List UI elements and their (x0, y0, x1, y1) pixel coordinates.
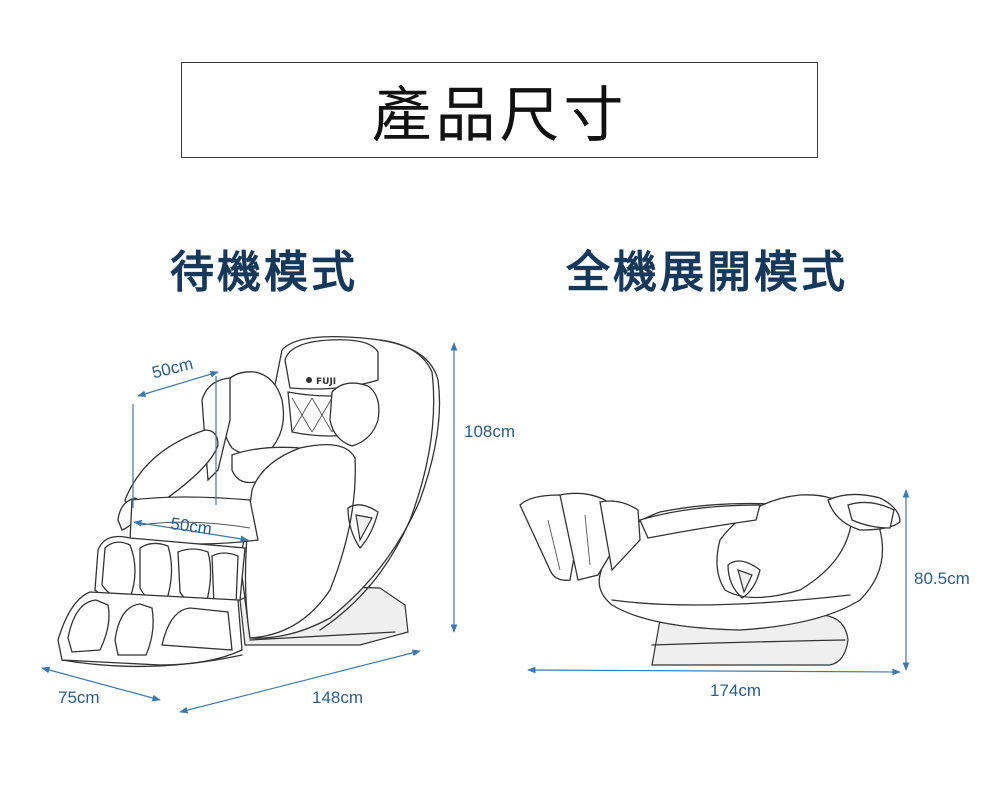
standby-width-label: 75cm (58, 688, 100, 707)
standby-height-label: 108cm (464, 422, 516, 441)
brand-text: FUJI (316, 377, 336, 387)
brand-logo-icon (306, 377, 312, 383)
expanded-mode-heading: 全機展開模式 (566, 247, 848, 298)
standby-mode-heading: 待機模式 (170, 247, 358, 298)
expanded-length-label: 174cm (710, 681, 762, 700)
page-title: 產品尺寸 (371, 80, 628, 151)
expanded-chair-illustration (519, 492, 901, 666)
expanded-height-label: 80.5cm (914, 569, 970, 588)
standby-dimension-lines (41, 342, 458, 714)
page-title-box: 產品尺寸 (181, 62, 818, 158)
standby-depth-label: 148cm (312, 688, 364, 707)
standby-chair-illustration: FUJI (57, 336, 441, 668)
expanded-dimension-lines (527, 489, 910, 676)
